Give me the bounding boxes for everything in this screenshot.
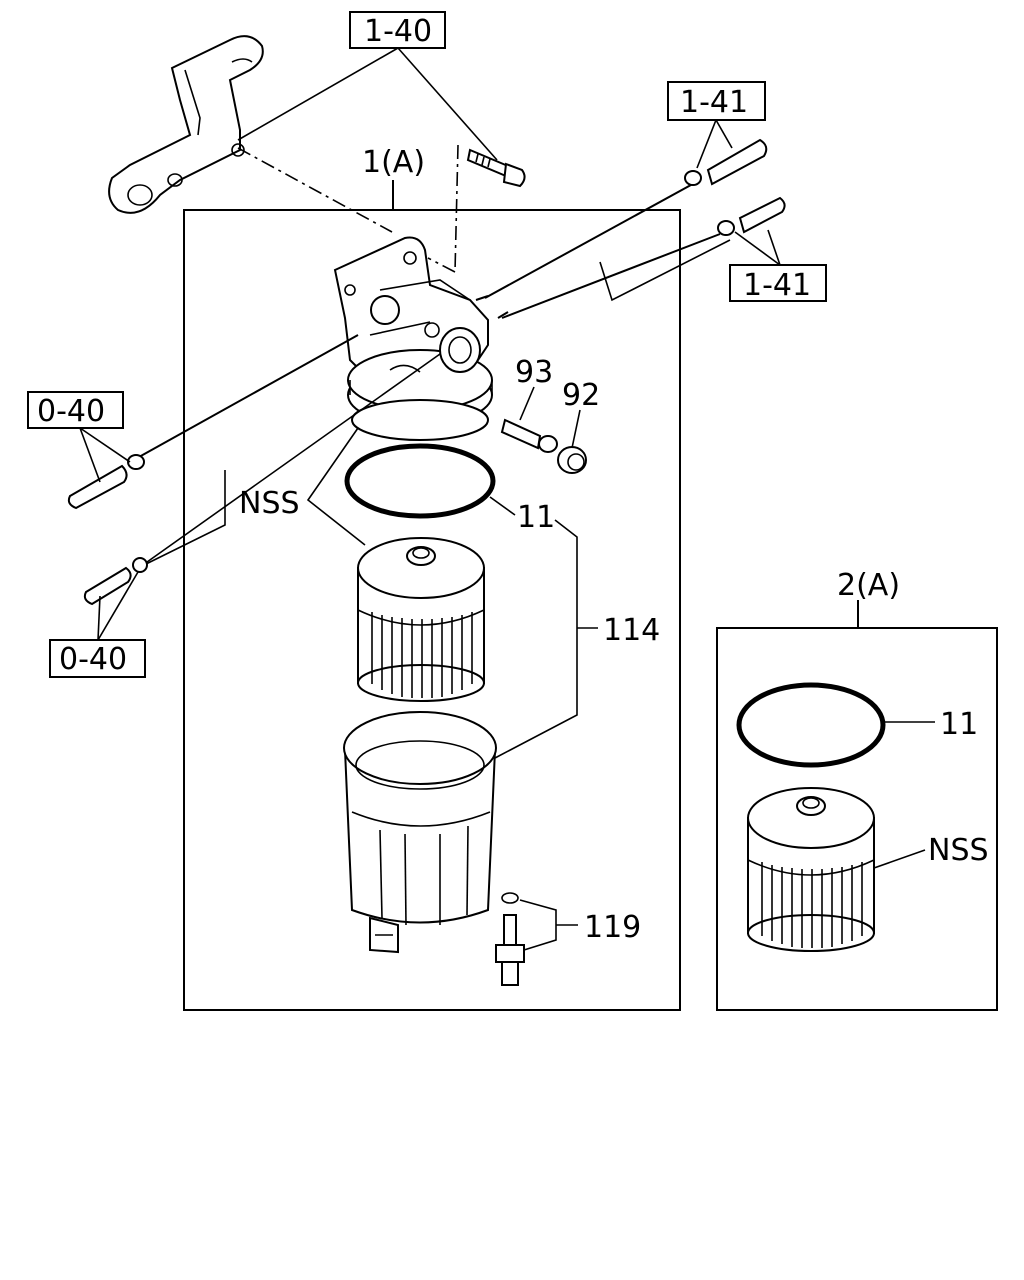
o-ring-kit bbox=[736, 682, 886, 768]
filter-bowl bbox=[343, 711, 497, 954]
hose-left-lower bbox=[83, 557, 148, 606]
filter-element-kit bbox=[747, 787, 875, 952]
hose-right-lower bbox=[717, 196, 786, 236]
callout-1-41-top-text: 1-41 bbox=[680, 85, 748, 120]
mounting-bracket bbox=[108, 35, 264, 214]
water-sensor bbox=[495, 892, 525, 986]
callout-1-40: 1-40 bbox=[349, 11, 446, 49]
vent-cap-92 bbox=[557, 446, 587, 474]
callout-0-40-top-text: 0-40 bbox=[37, 394, 105, 429]
label-part-114: 114 bbox=[603, 613, 660, 648]
callout-1-40-text: 1-40 bbox=[364, 14, 432, 49]
callout-0-40-bottom: 0-40 bbox=[49, 639, 146, 678]
label-part-11-main: 11 bbox=[517, 500, 555, 535]
label-part-119: 119 bbox=[584, 910, 641, 945]
fuel-lines bbox=[129, 179, 731, 568]
label-nss-main: NSS bbox=[239, 486, 300, 521]
callout-0-40-top: 0-40 bbox=[27, 391, 124, 429]
label-nss-kit: NSS bbox=[928, 833, 989, 868]
callout-1-41-top: 1-41 bbox=[667, 81, 766, 121]
assembly-2a-label: 2(A) bbox=[837, 568, 900, 603]
callout-1-41-right-text: 1-41 bbox=[743, 268, 811, 303]
callout-1-41-right: 1-41 bbox=[729, 264, 827, 303]
o-ring-main bbox=[344, 443, 496, 519]
hose-right-upper bbox=[684, 138, 768, 186]
label-part-11-kit: 11 bbox=[940, 707, 978, 742]
label-part-92: 92 bbox=[562, 378, 600, 413]
leader-lines bbox=[79, 47, 935, 951]
hose-left-upper bbox=[67, 454, 145, 510]
callout-0-40-bottom-text: 0-40 bbox=[59, 642, 127, 677]
mounting-bolt bbox=[466, 148, 526, 188]
filter-element-main bbox=[357, 537, 485, 702]
label-part-93: 93 bbox=[515, 355, 553, 390]
filter-head bbox=[333, 236, 493, 441]
vent-screw-93 bbox=[500, 418, 558, 453]
assembly-1a-label: 1(A) bbox=[362, 145, 425, 180]
